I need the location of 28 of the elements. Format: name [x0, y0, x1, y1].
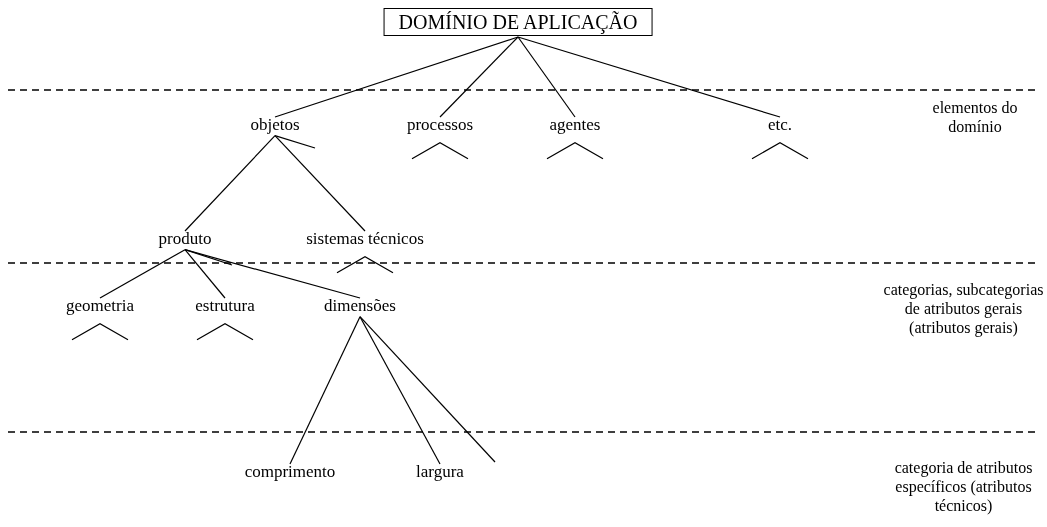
- tree-node-label: objetos: [250, 116, 300, 135]
- tree-node-label: sistemas técnicos: [306, 230, 424, 249]
- tree-line: [274, 135, 316, 149]
- level-label: categorias, subcategorias de atributos gerais (atributos gerais): [882, 280, 1045, 338]
- tree-line: [289, 316, 361, 465]
- tree-line: [274, 135, 366, 232]
- tree-line: [184, 135, 276, 232]
- tree-node-label: processos: [406, 116, 474, 135]
- tree-node-label: dimensões: [324, 297, 396, 316]
- level-label: categoria de atributos específicos (atributos técnicos): [893, 458, 1034, 516]
- tree-line: [439, 36, 519, 118]
- tree-line: [359, 316, 441, 465]
- tree-line: [274, 36, 519, 118]
- tree-node-label: etc.: [767, 116, 793, 135]
- tree-line: [184, 249, 226, 299]
- tree-node-label: largura: [416, 463, 464, 482]
- tree-node-label: geometria: [66, 297, 134, 316]
- tree-node-label: estrutura: [195, 297, 255, 316]
- level-label: elementos do domínio: [931, 98, 1019, 137]
- tree-line: [517, 36, 576, 118]
- tree-line: [184, 249, 233, 266]
- tree-line: [517, 36, 781, 118]
- tree-line: [359, 316, 496, 463]
- tree-node-label: produto: [158, 230, 212, 249]
- tree-line: [99, 249, 186, 299]
- root-box: DOMÍNIO DE APLICAÇÃO: [383, 8, 653, 36]
- tree-node-label: comprimento: [244, 463, 336, 482]
- tree-node-label: agentes: [549, 116, 601, 135]
